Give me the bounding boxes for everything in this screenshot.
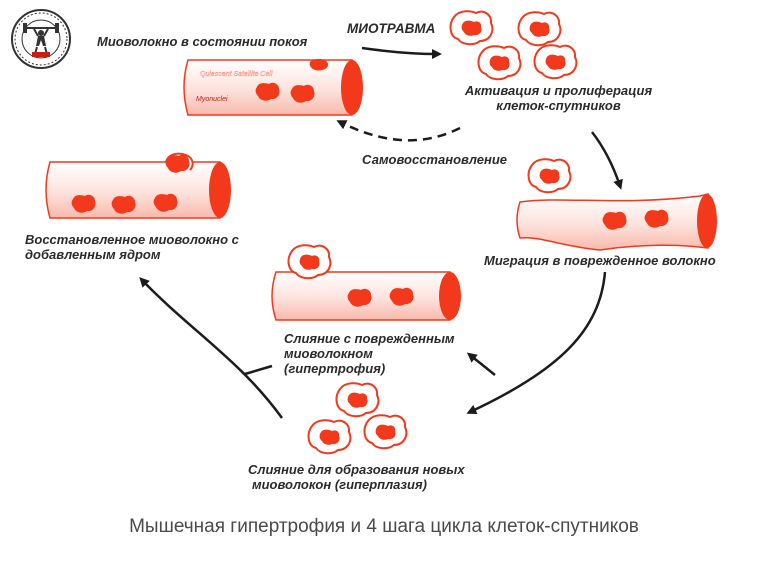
- fusion-branch-arrow: [466, 352, 496, 376]
- label-resting-fiber: Миоволокно в состоянии покоя: [97, 34, 308, 49]
- label-fusion-damaged-line1: Слияние с поврежденным: [284, 331, 455, 346]
- figure-caption: Мышечная гипертрофия и 4 шага цикла клет…: [129, 516, 639, 537]
- fusing-myofiber: [271, 244, 461, 321]
- label-fusion-new: Слияние для образования новых миоволокон…: [248, 462, 465, 492]
- fusing-satellite-cell: [287, 244, 332, 280]
- satellite-cell: [533, 44, 578, 80]
- label-fusion-damaged-line2: миоволокном: [284, 346, 373, 361]
- new-fiber-cells: [307, 382, 408, 455]
- label-restored-line2: добавленным ядром: [25, 247, 161, 262]
- satellite-cell: [449, 10, 494, 46]
- label-fusion-damaged: Слияние с поврежденным миоволокном (гипе…: [284, 331, 455, 376]
- label-fusion-new-line1: Слияние для образования новых: [248, 462, 465, 477]
- damaged-myofiber: [516, 158, 717, 251]
- label-activation-line2: клеток-спутников: [496, 98, 621, 113]
- label-self-repair: Самовосстановление: [362, 152, 508, 167]
- label-migration: Миграция в поврежденное волокно: [484, 253, 716, 268]
- migrating-satellite-cell: [527, 158, 572, 194]
- label-restored-fiber: Восстановленное миоволокно с добавленным…: [25, 232, 239, 262]
- quiescent-satellite-cell: [309, 58, 329, 71]
- fiber-text-myonuclei: Myonuclei: [196, 96, 228, 103]
- activated-satellite-cells: [449, 10, 578, 81]
- cycle-arrows: [139, 46, 623, 419]
- satellite-cell: [477, 45, 522, 81]
- label-fusion-damaged-line3: (гипертрофия): [284, 361, 386, 376]
- satellite-cell: [363, 414, 408, 450]
- fusion-split-arrow: [466, 271, 607, 414]
- label-trauma: МИОТРАВМА: [347, 21, 436, 36]
- barbell-athlete-seal-icon: [10, 8, 72, 70]
- label-activation-line1: Активация и пролиферация: [464, 83, 653, 98]
- satellite-cell: [335, 382, 380, 418]
- trauma-arrow: [361, 46, 442, 59]
- label-restored-line1: Восстановленное миоволокно с: [25, 232, 239, 247]
- restored-myofiber: [45, 152, 231, 219]
- self-repair-arrow: [336, 120, 461, 142]
- satellite-cell: [517, 11, 562, 47]
- fiber-text-satellite: Quiescent Satellite Cell: [200, 71, 273, 78]
- resting-myofiber: Quiescent Satellite Cell Myonuclei: [183, 58, 363, 116]
- label-activation: Активация и пролиферация клеток-спутнико…: [451, 83, 666, 113]
- satellite-cell: [307, 419, 352, 455]
- merge-branch-line: [244, 364, 273, 376]
- label-fusion-new-line2: миоволокон (гиперплазия): [252, 477, 427, 492]
- restoration-arrow: [139, 277, 284, 419]
- migration-arrow: [591, 131, 623, 190]
